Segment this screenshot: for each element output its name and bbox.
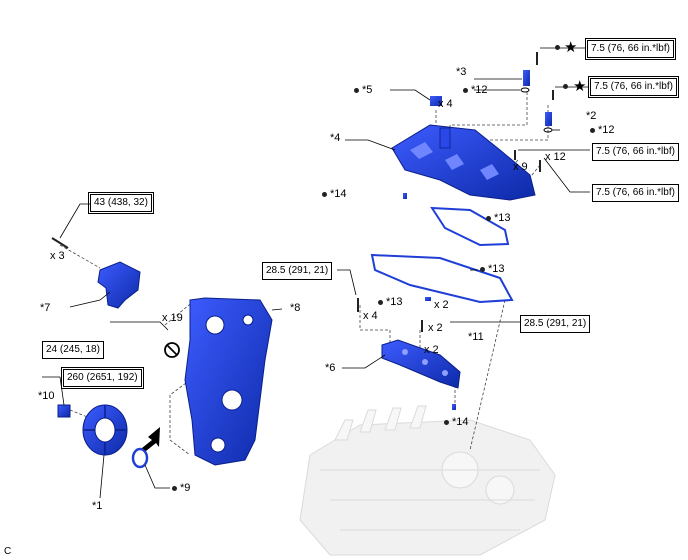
callout-13a: *13 <box>486 212 511 225</box>
callout-3: *3 <box>456 66 467 78</box>
leader-lines <box>42 47 590 499</box>
torque-spec-2: 7.5 (76, 66 in.*lbf) <box>588 76 679 98</box>
callout-12b: *12 <box>590 124 615 137</box>
qty-6: x 2 <box>424 344 439 356</box>
torque-spec-7: 28.5 (291, 21) <box>520 315 591 333</box>
qty-9: x 9 <box>513 161 528 173</box>
engine-block <box>299 405 556 556</box>
torque-spec-6: 28.5 (291, 21) <box>262 262 333 280</box>
bracket <box>97 261 141 309</box>
torque-spec-5: 43 (438, 32) <box>88 192 154 214</box>
callout-4: *4 <box>330 132 341 144</box>
bullet-dot <box>563 84 568 89</box>
arrow-indicator-icon <box>142 427 160 451</box>
crank-pulley <box>82 404 128 456</box>
torque-spec-4: 7.5 (76, 66 in.*lbf) <box>592 184 679 202</box>
star-icon: ★ <box>564 39 578 56</box>
callout-10: *10 <box>38 390 55 402</box>
callout-12a: *12 <box>463 84 488 97</box>
callout-13c: *13 <box>378 296 403 309</box>
oil-seal <box>131 447 149 469</box>
callout-14b: *14 <box>444 416 469 429</box>
torque-spec-8: 24 (245, 18) <box>42 341 104 359</box>
callout-11: *11 <box>468 331 484 343</box>
qty-12: x 12 <box>545 151 566 163</box>
qty-13: x 2 <box>434 299 449 311</box>
corner-code: C <box>4 546 12 557</box>
callout-6: *6 <box>325 362 336 374</box>
head-cover-gaskets <box>370 206 514 304</box>
callout-2: *2 <box>586 110 597 122</box>
callout-8: *8 <box>290 302 301 314</box>
callout-9: *9 <box>172 482 190 495</box>
torque-spec-1: 7.5 (76, 66 in.*lbf) <box>585 38 676 60</box>
torque-spec-9: 260 (2651, 192) <box>61 367 144 389</box>
cylinder-head-cover <box>391 124 536 201</box>
small-parts <box>403 70 553 410</box>
callout-5: *5 <box>354 84 372 97</box>
qty-5: x 4 <box>438 98 453 110</box>
bolts <box>51 52 554 332</box>
no-reuse-icon <box>164 342 180 358</box>
torque-spec-3: 7.5 (76, 66 in.*lbf) <box>592 143 679 161</box>
pulley-bolt <box>57 404 71 418</box>
qty-11: x 2 <box>428 322 443 334</box>
star-icon: ★ <box>573 78 587 95</box>
timing-chain-cover <box>184 297 273 466</box>
callout-14a: *14 <box>322 188 347 201</box>
qty-bolt-4: x 4 <box>363 310 378 322</box>
bullet-dot <box>555 45 560 50</box>
callout-7: *7 <box>40 302 51 314</box>
qty-19: x 19 <box>162 312 183 324</box>
cam-housing <box>381 339 461 389</box>
qty-3: x 3 <box>50 250 65 262</box>
callout-1: *1 <box>92 500 103 512</box>
callout-13b: *13 <box>480 263 505 276</box>
